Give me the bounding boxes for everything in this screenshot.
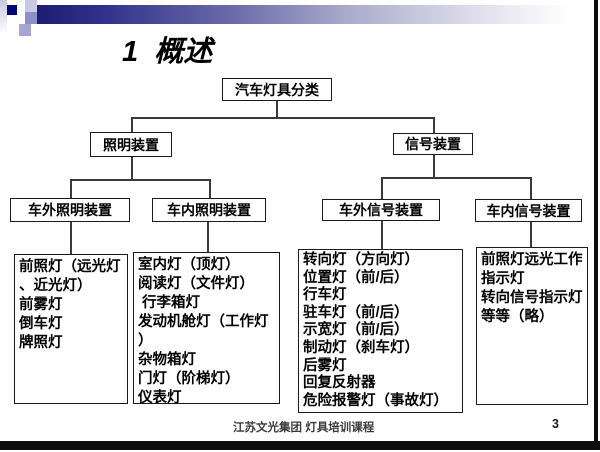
node-exterior-signal: 车外信号装置 (322, 199, 440, 221)
list-item: 制动灯（刹车灯） (303, 339, 419, 356)
connector (70, 222, 72, 254)
node-root-classification: 汽车灯具分类 (222, 78, 332, 101)
leaf-interior-signal-lamps: 前照灯远光工作指示灯转向信号指示灯等等（略） (476, 247, 588, 405)
header-gradient-bar (37, 5, 597, 24)
connector (530, 177, 532, 199)
footer-text: 江苏文光集团 灯具培训课程 (233, 422, 375, 434)
node-signal-devices: 信号装置 (393, 133, 473, 155)
list-item: 杂物箱灯 (138, 352, 196, 368)
node-label: 照明装置 (103, 136, 159, 153)
list-item: 示宽灯（前/后） (303, 322, 409, 339)
deco-square-medium (25, 12, 37, 24)
connector (131, 117, 434, 119)
list-item: 转向灯（方向灯） (303, 252, 419, 268)
slide-border-right (594, 0, 598, 450)
connector (207, 222, 209, 252)
node-label: 车外照明装置 (28, 202, 112, 218)
connector (530, 222, 532, 247)
leaf-exterior-signal-lamps: 转向灯（方向灯）位置灯（前/后）行车灯驻车灯（前/后）示宽灯（前/后）制动灯（刹… (298, 249, 463, 413)
list-item: 转向信号指示灯 (481, 290, 583, 306)
connector (131, 117, 133, 132)
node-label: 车外信号装置 (339, 202, 423, 218)
list-item: 回复反射器 (303, 375, 376, 392)
left-gradient-strip (0, 0, 7, 34)
list-item: 后雾灯 (303, 357, 347, 374)
list-item: 前雾灯 (19, 297, 63, 313)
node-interior-lighting: 车内照明装置 (152, 198, 266, 222)
list-item: 驻车灯（前/后） (303, 304, 409, 321)
deco-square-light (19, 24, 31, 36)
list-item: 仪表灯 (138, 390, 182, 406)
node-label: 汽车灯具分类 (235, 81, 319, 98)
leaf-exterior-lighting-lamps: 前照灯（远光灯、近光灯） 前雾灯倒车灯牌照灯 (14, 254, 128, 404)
node-interior-signal: 车内信号装置 (475, 199, 582, 222)
list-item: 行李箱灯 (138, 295, 201, 311)
connector (381, 177, 383, 199)
deco-square-navy (7, 5, 17, 15)
connector (381, 177, 532, 179)
deco-square-lavender (25, 0, 37, 12)
list-item: 阅读灯（文件灯） (138, 276, 254, 292)
slide-title: 1 概述 (122, 36, 213, 68)
list-item: 发动机舱灯（工作灯） (138, 314, 269, 349)
connector (381, 221, 383, 249)
connector (433, 155, 435, 177)
list-item: 位置灯（前/后） (303, 269, 409, 286)
list-item: 门灯（阶梯灯） (138, 371, 240, 387)
list-item: 倒车灯 (19, 316, 63, 332)
list-item: 前照灯（远光灯、近光灯） (19, 259, 121, 294)
node-label: 信号装置 (405, 136, 461, 152)
leaf-interior-lighting-lamps: 室内灯（顶灯） 阅读灯（文件灯） 行李箱灯发动机舱灯（工作灯） 杂物箱灯门灯（阶梯灯… (133, 252, 280, 406)
connector (209, 179, 211, 198)
node-lighting-devices: 照明装置 (90, 132, 172, 157)
list-item: 行车灯 (303, 287, 347, 304)
connector (276, 101, 278, 117)
page-number: 3 (552, 417, 559, 431)
node-label: 车内照明装置 (167, 202, 251, 218)
node-label: 车内信号装置 (486, 202, 571, 219)
connector (433, 117, 435, 133)
list-item: 等等（略） (481, 309, 554, 325)
list-item: 危险报警灯（事故灯） (303, 392, 448, 409)
list-item: 室内灯（顶灯） (138, 257, 240, 273)
node-exterior-lighting: 车外照明装置 (10, 198, 130, 222)
list-item: 牌照灯 (19, 335, 63, 351)
connector (70, 179, 72, 198)
connector (70, 179, 211, 181)
slide-border-bottom (0, 441, 600, 450)
connector (131, 157, 133, 179)
list-item: 前照灯远光工作指示灯 (481, 252, 583, 287)
